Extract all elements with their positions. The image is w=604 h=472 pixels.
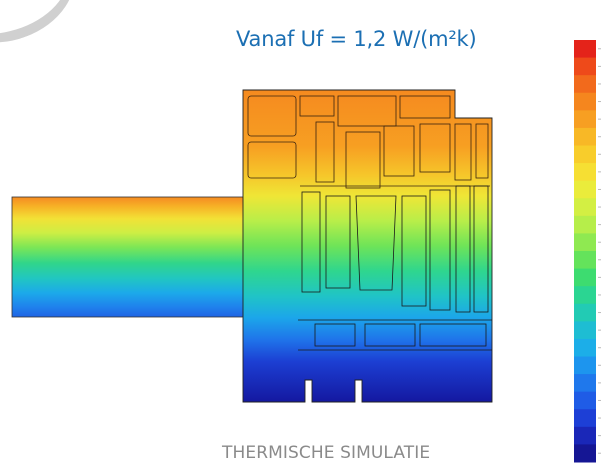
frame-chambers-lower — [298, 185, 492, 351]
legend-swatch — [574, 92, 596, 111]
legend-swatch — [574, 338, 596, 357]
legend-swatch — [574, 40, 596, 59]
legend-swatch — [574, 215, 596, 234]
legend-swatch — [574, 409, 596, 428]
legend-swatch — [574, 110, 596, 129]
legend-swatch — [574, 444, 596, 463]
legend-swatch — [574, 180, 596, 199]
legend-swatch — [574, 268, 596, 287]
legend-swatch — [574, 163, 596, 182]
legend-swatch — [574, 198, 596, 217]
legend-swatch — [574, 356, 596, 375]
legend-swatch — [574, 286, 596, 305]
legend-swatch — [574, 233, 596, 252]
legend-swatch — [574, 57, 596, 76]
legend-swatch — [574, 303, 596, 322]
legend-swatch — [574, 75, 596, 94]
caption: THERMISCHE SIMULATIE — [222, 443, 431, 463]
legend-swatch — [574, 321, 596, 340]
legend-swatch — [574, 426, 596, 445]
legend-swatch — [574, 251, 596, 270]
frame-chambers — [247, 95, 490, 189]
legend-swatch — [574, 391, 596, 410]
color-scale-legend — [574, 40, 601, 463]
legend-swatch — [574, 145, 596, 164]
page-title: Vanaf Uf = 1,2 W/(m²k) — [236, 27, 477, 51]
legend-swatch — [574, 127, 596, 146]
legend-swatch — [574, 374, 596, 393]
